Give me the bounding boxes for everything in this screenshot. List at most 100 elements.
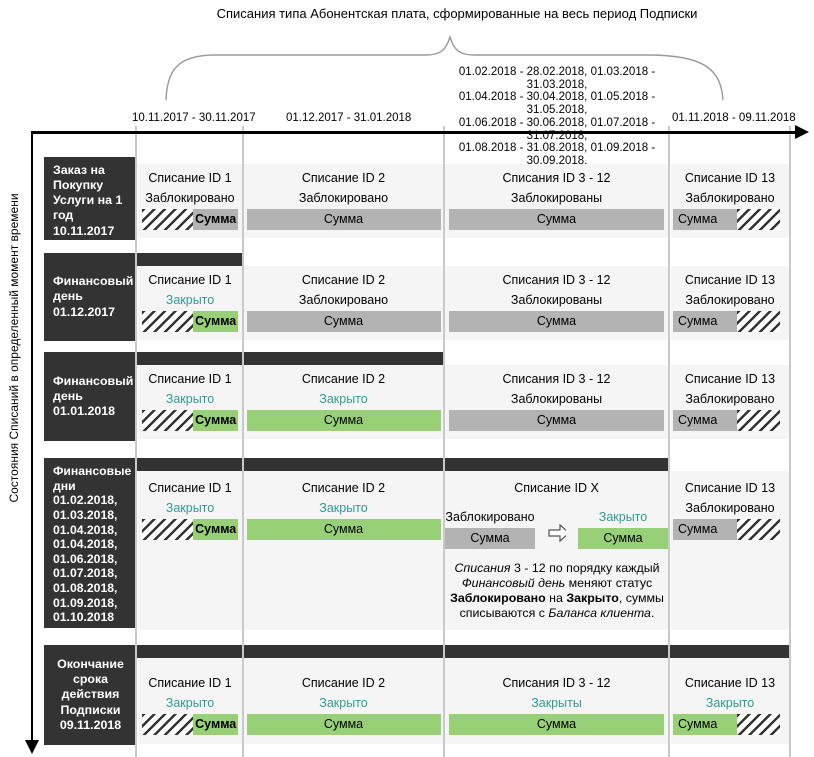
charge-status: Заблокированы [510, 293, 603, 307]
grid-line [242, 126, 244, 757]
charge-id: Списание ID 2 [301, 273, 386, 287]
charge-cell-status-change: Списание ID X Заблокировано Сумма Закрыт… [445, 471, 668, 630]
hatch-segment [141, 714, 193, 735]
charge-id: Списания ID 3 - 12 [502, 676, 611, 690]
amount-label: Сумма [673, 714, 738, 735]
amount-bar: Сумма [141, 209, 239, 230]
charge-cell: Списание ID 13 Заблокировано Сумма [671, 365, 789, 439]
amount-bar: Сумма [141, 519, 239, 540]
amount-label: Сумма [192, 209, 239, 230]
status-before: Заблокировано Сумма [445, 504, 535, 549]
charge-id: Списание ID 2 [301, 676, 386, 690]
diagram-title: Списания типа Абонентская плата, сформир… [216, 6, 698, 21]
row-label-order: Заказ на Покупку Услуги на 1 год 10.11.2… [44, 157, 137, 240]
charge-cell: Списание ID 13 Заблокировано Сумма [671, 266, 789, 340]
status-change-group: Заблокировано Сумма Закрыто Сумма [445, 504, 668, 549]
hatch-segment [737, 209, 780, 230]
row-label-end: Окончание срока действия Подписки 09.11.… [44, 645, 137, 745]
charge-cell: Списание ID 2 Закрыто Сумма [244, 365, 443, 439]
hatch-segment [141, 209, 193, 230]
status-after: Закрыто Сумма [578, 504, 668, 549]
charge-status: Заблокировано [685, 392, 775, 406]
charge-id: Списание ID X [514, 481, 599, 495]
charge-status: Заблокированы [510, 392, 603, 406]
amount-bar: Сумма [578, 528, 668, 549]
amount-label: Сумма [246, 209, 441, 230]
amount-label: Сумма [246, 714, 441, 735]
charge-cell: Списание ID 13 Закрыто Сумма [671, 658, 789, 744]
amount-bar: Сумма [246, 410, 441, 431]
charge-cell: Списание ID 1 Закрыто Сумма [138, 266, 242, 340]
charge-id: Списание ID 2 [301, 171, 386, 185]
charge-id: Списание ID 1 [148, 372, 232, 386]
amount-bar: Сумма [141, 410, 239, 431]
amount-label: Сумма [246, 410, 441, 431]
charge-id: Списание ID 1 [148, 481, 232, 495]
amount-bar: Сумма [246, 209, 441, 230]
elapsed-time-strip [44, 645, 789, 658]
charge-id: Списания ID 3 - 12 [502, 171, 611, 185]
charge-status: Заблокировано [298, 191, 389, 205]
state-axis-arrow-icon [25, 740, 39, 754]
charge-status: Заблокировано [298, 293, 389, 307]
amount-bar: Сумма [141, 311, 239, 332]
charge-status: Закрыто [319, 392, 368, 406]
charge-cell: Списание ID 2 Закрыто Сумма [244, 658, 443, 744]
charge-status: Заблокированы [510, 191, 603, 205]
charge-id: Списание ID 13 [684, 372, 776, 386]
charge-status: Закрыто [165, 696, 215, 710]
grid-line [668, 126, 670, 757]
charge-status: Закрыто [319, 501, 368, 515]
charge-cell: Списание ID 2 Закрыто Сумма [244, 471, 443, 630]
amount-bar: Сумма [673, 311, 780, 332]
charge-status: Закрыто [165, 392, 215, 406]
charge-cell: Списание ID 2 Заблокировано Сумма [244, 266, 443, 340]
charge-id: Списание ID 13 [684, 171, 776, 185]
amount-bar: Сумма [246, 714, 441, 735]
state-axis [31, 132, 33, 740]
amount-label: Сумма [673, 209, 738, 230]
grid-line [443, 126, 445, 757]
charge-status: Закрыты [531, 696, 582, 710]
period-label-2: 01.12.2017 - 31.01.2018 [286, 112, 412, 124]
charge-cell: Списание ID 13 Заблокировано Сумма [671, 471, 789, 630]
amount-bar: Сумма [449, 209, 664, 230]
charge-cell: Списания ID 3 - 12 Заблокированы Сумма [445, 164, 668, 238]
charge-status: Закрыто [705, 696, 755, 710]
amount-label: Сумма [192, 410, 239, 431]
charge-id: Списания ID 3 - 12 [502, 372, 611, 386]
y-axis-title: Состояния Списаний в определенный момент… [7, 193, 21, 503]
amount-label: Сумма [449, 410, 664, 431]
charge-cell: Списания ID 3 - 12 Заблокированы Сумма [445, 266, 668, 340]
charge-status: Закрыто [598, 510, 648, 524]
hatch-segment [141, 311, 193, 332]
status-change-arrow-icon [548, 523, 566, 543]
row-label-finday-2: Финансовый день 01.01.2018 [44, 352, 137, 441]
hatch-segment [737, 714, 780, 735]
charge-id: Списание ID 2 [301, 481, 386, 495]
charge-id: Списания ID 3 - 12 [502, 273, 611, 287]
period-label-4: 01.11.2018 - 09.11.2018 [672, 112, 796, 124]
charge-id: Списание ID 13 [684, 273, 776, 287]
amount-label: Сумма [673, 311, 738, 332]
amount-label: Сумма [449, 714, 664, 735]
charge-status: Закрыто [165, 293, 215, 307]
charge-status: Заблокировано [685, 293, 775, 307]
amount-label: Сумма [449, 311, 664, 332]
amount-bar: Сумма [246, 519, 441, 540]
row-label-findays: Финансовые дни 01.02.2018, 01.03.2018, 0… [44, 458, 137, 628]
grid-line [789, 126, 791, 757]
amount-label: Сумма [673, 519, 738, 540]
charge-status: Заблокировано [685, 501, 775, 515]
time-axis [31, 131, 797, 134]
hatch-segment [141, 410, 193, 431]
charge-id: Списание ID 2 [301, 372, 386, 386]
charge-cell: Списание ID 2 Заблокировано Сумма [244, 164, 443, 238]
charge-status: Заблокировано [445, 510, 535, 524]
amount-label: Сумма [192, 519, 239, 540]
amount-label: Сумма [192, 714, 239, 735]
period-label-1: 10.11.2017 - 30.11.2017 [132, 112, 256, 124]
amount-bar: Сумма [449, 714, 664, 735]
amount-label: Сумма [673, 410, 738, 431]
amount-label: Сумма [246, 519, 441, 540]
